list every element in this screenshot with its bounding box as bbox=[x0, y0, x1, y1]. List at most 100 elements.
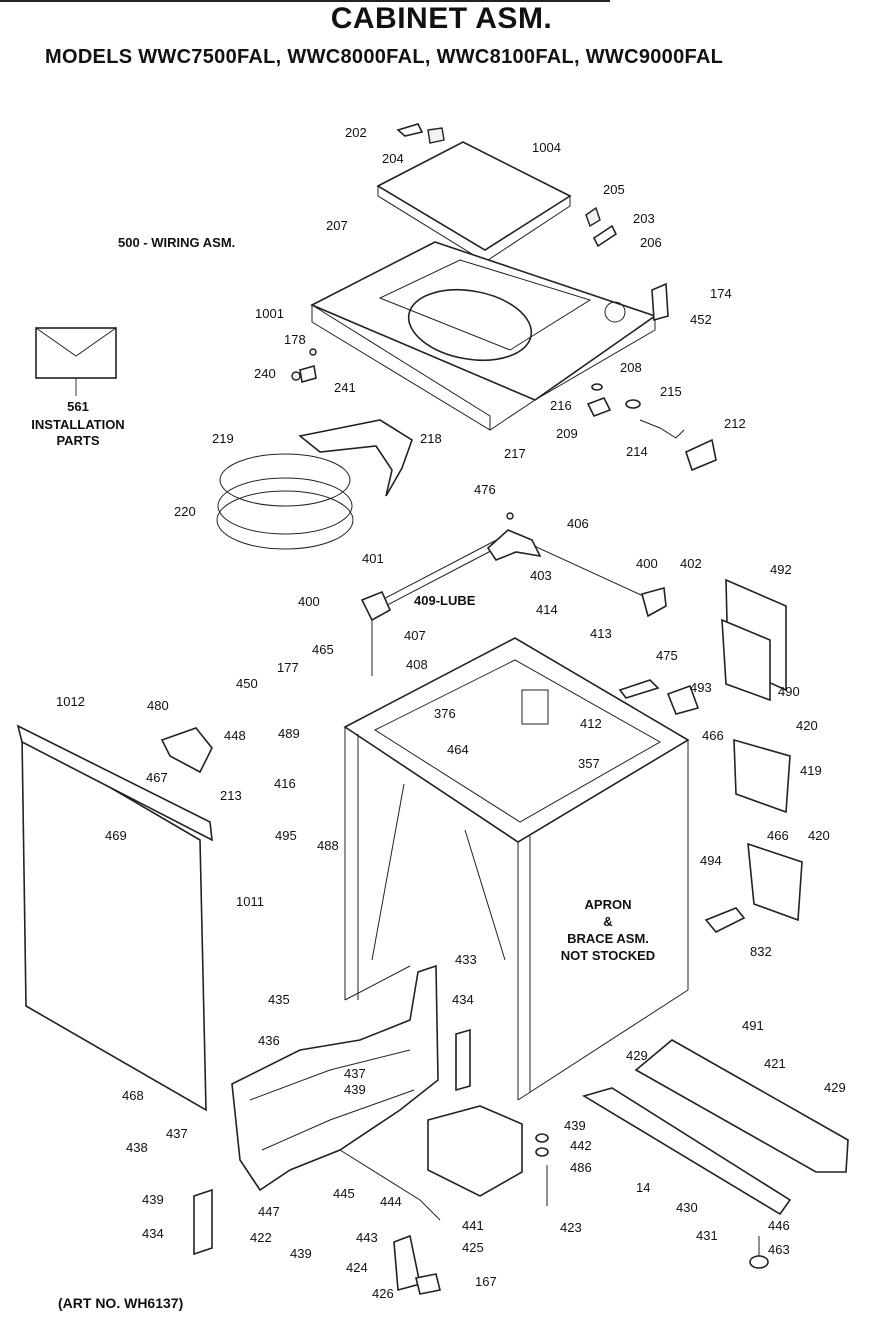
cabinet-frame-part bbox=[343, 637, 690, 1101]
callout-178: 178 bbox=[284, 332, 306, 347]
callout-177: 177 bbox=[277, 660, 299, 675]
bracket-part bbox=[592, 224, 618, 248]
mounting-plate-part bbox=[733, 738, 791, 814]
callout-204: 204 bbox=[382, 151, 404, 166]
callout-205: 205 bbox=[603, 182, 625, 197]
clip-part-2 bbox=[586, 396, 612, 418]
callout-217: 217 bbox=[504, 446, 526, 461]
leveling-foot-part bbox=[749, 1255, 769, 1269]
callout-1004: 1004 bbox=[532, 140, 561, 155]
balance-ring-part bbox=[216, 453, 354, 550]
apron-note-line4: NOT STOCKED bbox=[560, 948, 656, 963]
apron-note-line1: APRON bbox=[584, 897, 632, 912]
callout-1012: 1012 bbox=[56, 694, 85, 709]
callout-492: 492 bbox=[770, 562, 792, 577]
callout-422: 443 bbox=[356, 1230, 378, 1245]
side-panel-part bbox=[16, 724, 213, 1112]
callout-466: 466 bbox=[702, 728, 724, 743]
callout-408: 408 bbox=[406, 657, 428, 672]
art-number: (ART NO. WH6137) bbox=[58, 1295, 184, 1311]
callout-468: 468 bbox=[122, 1088, 144, 1103]
callout-494: 494 bbox=[700, 853, 722, 868]
callout-220: 220 bbox=[174, 504, 196, 519]
header-rule bbox=[0, 0, 610, 2]
apron-note-line3: BRACE ASM. bbox=[567, 931, 649, 946]
callout-495: 495 bbox=[275, 828, 297, 843]
screw-part bbox=[309, 348, 317, 356]
switch-part bbox=[585, 206, 601, 228]
callout-1001: 1001 bbox=[255, 306, 284, 321]
callout-212: 212 bbox=[724, 416, 746, 431]
callout-436: 436 bbox=[258, 1033, 280, 1048]
callout-441: 441 bbox=[462, 1218, 484, 1233]
callout-434: 434 bbox=[452, 992, 474, 1007]
callout-486: 14 bbox=[636, 1180, 650, 1195]
callout-425: 426 bbox=[372, 1286, 394, 1301]
callout-357: 357 bbox=[578, 756, 600, 771]
callout-420: 420 bbox=[796, 718, 818, 733]
washer-part-3 bbox=[535, 1147, 549, 1157]
callout-447: 447 bbox=[258, 1204, 280, 1219]
callout-401: 401 bbox=[362, 551, 384, 566]
callout-465: 465 bbox=[312, 642, 334, 657]
callout-480: 480 bbox=[147, 698, 169, 713]
bumper-part bbox=[427, 127, 445, 144]
apron-note-line2: & bbox=[603, 914, 613, 929]
cover-box-part bbox=[427, 1105, 523, 1197]
callout-429: 429 bbox=[824, 1080, 846, 1095]
callout-406: 406 bbox=[567, 516, 589, 531]
callout-469: 469 bbox=[105, 828, 127, 843]
pad-part bbox=[415, 1273, 441, 1295]
callout-491: 491 bbox=[742, 1018, 764, 1033]
callout-434: 434 bbox=[142, 1226, 164, 1241]
callout-440: 442 bbox=[570, 1138, 592, 1153]
washer-part bbox=[591, 383, 603, 391]
installation-label-line2: PARTS bbox=[56, 433, 100, 448]
callout-431: 463 bbox=[768, 1242, 790, 1257]
callout-215: 215 bbox=[660, 384, 682, 399]
callout-208: 208 bbox=[620, 360, 642, 375]
callout-424: 425 bbox=[462, 1240, 484, 1255]
callout-488: 488 bbox=[317, 838, 339, 853]
callout-174: 174 bbox=[710, 286, 732, 301]
callout-442: 486 bbox=[570, 1160, 592, 1175]
callout-207: 207 bbox=[326, 218, 348, 233]
callout-241: 241 bbox=[334, 380, 356, 395]
callout-439: 439 bbox=[344, 1082, 366, 1097]
callout-218: 218 bbox=[420, 431, 442, 446]
nut-part bbox=[291, 371, 301, 381]
callout-403: 403 bbox=[530, 568, 552, 583]
callout-412: 412 bbox=[580, 716, 602, 731]
top-cover-part bbox=[310, 241, 657, 431]
model-list: MODELS WWC7500FAL, WWC8000FAL, WWC8100FA… bbox=[45, 46, 724, 68]
callout-400: 400 bbox=[636, 556, 658, 571]
callout-476: 476 bbox=[474, 482, 496, 497]
callout-labels: 202 204 1004 205 203 206 207 174 452 100… bbox=[56, 125, 846, 1301]
wire-spring-part bbox=[639, 419, 685, 439]
rail-parts bbox=[582, 1039, 849, 1216]
hinge-bracket-part bbox=[685, 438, 717, 472]
callout-419: 419 bbox=[800, 763, 822, 778]
callout-433: 433 bbox=[455, 952, 477, 967]
callout-426: 167 bbox=[475, 1274, 497, 1289]
callout-376: 376 bbox=[434, 706, 456, 721]
foot-part bbox=[393, 1234, 421, 1292]
support-bracket-part-2 bbox=[193, 1188, 213, 1256]
wiring-note: 500 - WIRING ASM. bbox=[118, 235, 236, 250]
base-frame-part bbox=[231, 964, 441, 1221]
callout-420: 420 bbox=[808, 828, 830, 843]
callout-448: 448 bbox=[224, 728, 246, 743]
dome-frame-part bbox=[298, 419, 413, 497]
callout-444: 444 bbox=[380, 1194, 402, 1209]
callout-466: 466 bbox=[767, 828, 789, 843]
callout-216: 216 bbox=[550, 398, 572, 413]
callout-213: 213 bbox=[220, 788, 242, 803]
callout-452: 452 bbox=[690, 312, 712, 327]
callout-430: 446 bbox=[768, 1218, 790, 1233]
callout-203: 203 bbox=[633, 211, 655, 226]
callout-493: 493 bbox=[690, 680, 712, 695]
callout-214: 214 bbox=[626, 444, 648, 459]
lid-part bbox=[376, 141, 572, 263]
callout-413: 413 bbox=[590, 626, 612, 641]
callout-467: 467 bbox=[146, 770, 168, 785]
